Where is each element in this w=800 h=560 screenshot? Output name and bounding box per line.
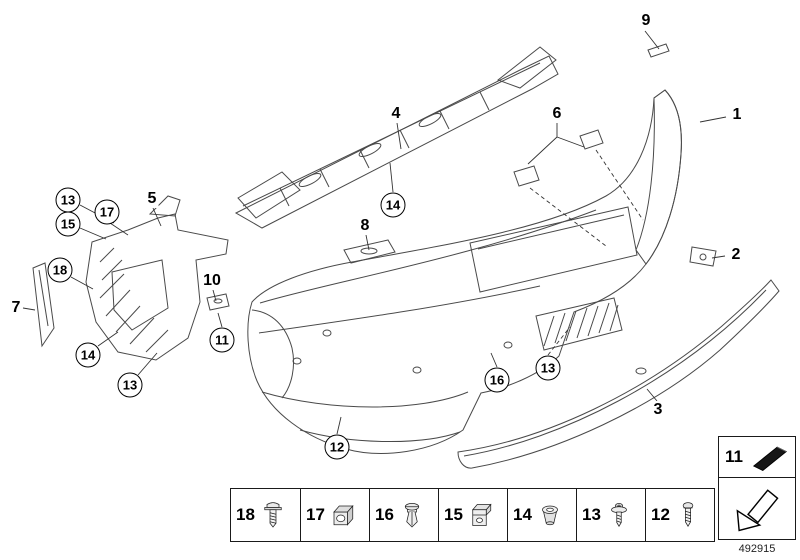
corner-piece-9-shape xyxy=(647,43,670,58)
callout-7[interactable]: 7 xyxy=(9,299,23,317)
callout-16[interactable]: 16 xyxy=(484,367,510,393)
washer-screw-icon xyxy=(604,496,634,534)
callout-17[interactable]: 17 xyxy=(94,199,120,225)
reinforcement-bar-shape xyxy=(234,46,559,229)
lower-trim-strip-shape xyxy=(457,279,780,469)
side-bracket-shape xyxy=(85,195,229,361)
tapping-screw-icon xyxy=(673,496,703,534)
callout-18[interactable]: 18 xyxy=(47,257,73,283)
callout-6[interactable]: 6 xyxy=(550,105,564,123)
direction-arrow-icon xyxy=(736,488,779,531)
callout-15[interactable]: 15 xyxy=(55,211,81,237)
clip-10-shape xyxy=(206,293,230,311)
callout-13-a[interactable]: 13 xyxy=(55,187,81,213)
callout-4[interactable]: 4 xyxy=(389,105,403,123)
legend-number: 13 xyxy=(582,505,601,524)
seal-strip-icon xyxy=(749,439,791,475)
callout-14-b[interactable]: 14 xyxy=(75,342,101,368)
pan-head-screw-icon xyxy=(258,496,288,534)
legend-number: 12 xyxy=(651,505,670,524)
legend-number: 15 xyxy=(444,505,463,524)
mount-bracket-8-shape xyxy=(343,239,396,264)
leader-lines xyxy=(22,30,727,435)
legend-number: 11 xyxy=(725,447,743,466)
legend-item-12[interactable]: 12 xyxy=(645,489,714,541)
legend-item-18[interactable]: 18 xyxy=(231,489,300,541)
grommet-nut-icon xyxy=(535,496,565,534)
callout-12[interactable]: 12 xyxy=(324,434,350,460)
legend-number: 18 xyxy=(236,505,255,524)
legend-item-17[interactable]: 17 xyxy=(300,489,369,541)
callout-11[interactable]: 11 xyxy=(209,327,235,353)
fastener-legend: 18 17 16 xyxy=(230,488,715,542)
callout-5[interactable]: 5 xyxy=(145,190,159,208)
callout-8[interactable]: 8 xyxy=(358,217,372,235)
legend-item-14[interactable]: 14 xyxy=(507,489,576,541)
cage-nut-icon xyxy=(328,496,358,534)
legend-number: 14 xyxy=(513,505,532,524)
callout-1[interactable]: 1 xyxy=(730,106,744,124)
callout-14-a[interactable]: 14 xyxy=(380,192,406,218)
legend-item-16[interactable]: 16 xyxy=(369,489,438,541)
callout-10[interactable]: 10 xyxy=(201,272,223,290)
legend-item-13[interactable]: 13 xyxy=(576,489,645,541)
legend-item-15[interactable]: 15 xyxy=(438,489,507,541)
legend-number: 17 xyxy=(306,505,325,524)
clip-6-shapes xyxy=(513,129,644,247)
bracket-2-shape xyxy=(689,246,717,267)
sheet-metal-clip-icon xyxy=(466,496,496,534)
callout-13-b[interactable]: 13 xyxy=(117,372,143,398)
bumper-cover-shape xyxy=(247,89,682,454)
side-strip-shape xyxy=(32,262,55,348)
legend-item-11[interactable]: 11 xyxy=(718,436,796,478)
callout-3[interactable]: 3 xyxy=(651,401,665,419)
legend-number: 16 xyxy=(375,505,394,524)
expansion-rivet-icon xyxy=(397,496,427,534)
direction-arrow-box xyxy=(718,477,796,540)
callout-9[interactable]: 9 xyxy=(639,12,653,30)
callout-2[interactable]: 2 xyxy=(729,246,743,264)
diagram-number: 492915 xyxy=(738,543,776,555)
callout-13-c[interactable]: 13 xyxy=(535,355,561,381)
